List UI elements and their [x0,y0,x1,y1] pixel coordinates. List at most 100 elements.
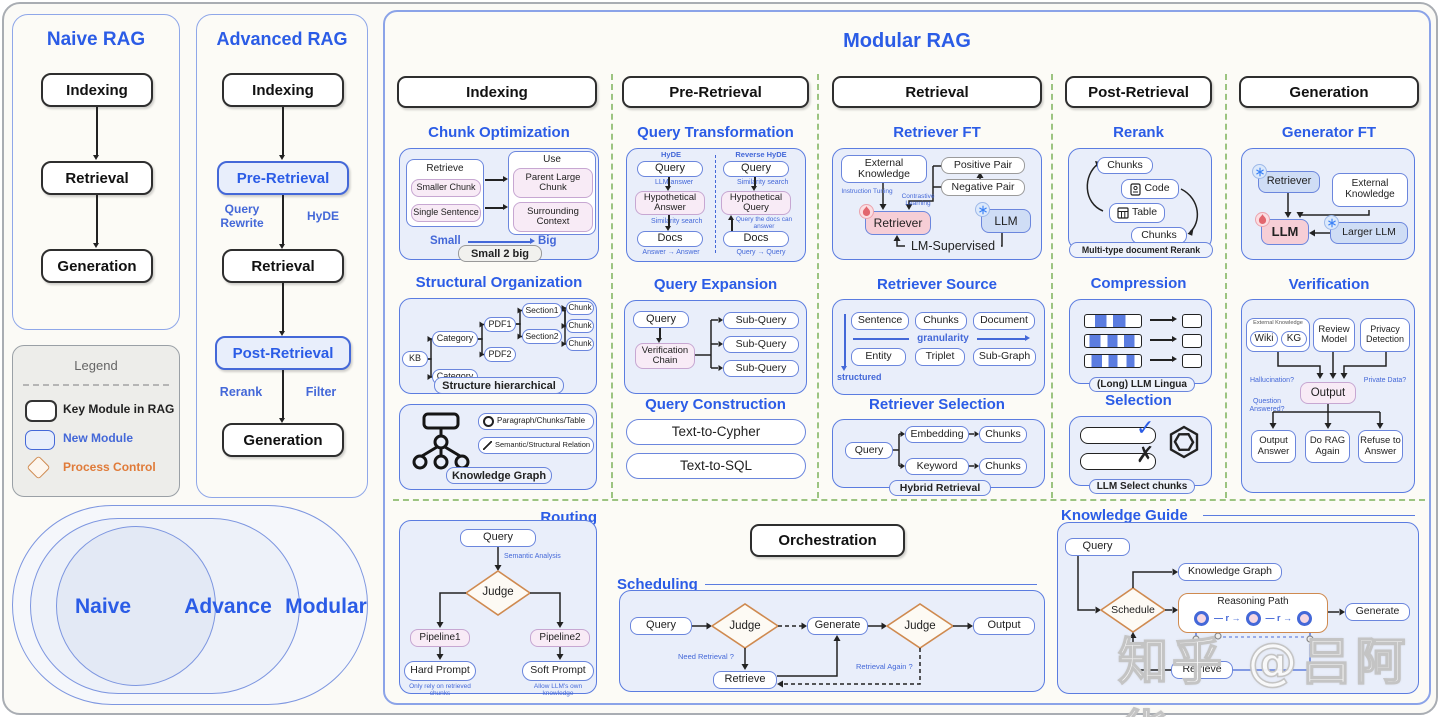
arrow [485,204,508,210]
reasoning-path-box: Reasoning Path — r → — r → [1178,593,1328,633]
hybrid-retrieval-caption: Hybrid Retrieval [889,480,991,496]
legend-panel: Legend Key Module in RAG New Module Proc… [12,345,180,497]
output-pill: Output [1300,382,1356,404]
smaller-chunk: Smaller Chunk [411,179,481,197]
arrow [656,328,662,343]
venn-modular-label: Modular [285,595,367,618]
need-retrieval-label: Need Retrieval ? [678,652,734,661]
single-sentence: Single Sentence [411,204,481,222]
hard-prompt-pill: Hard Prompt [404,661,476,681]
output-answer-pill: Output Answer [1251,430,1296,463]
small-to-big-arrow [468,238,535,244]
private-data-label: Private Data? [1363,377,1407,384]
reasoning-path-nodes: — r → — r → [1179,611,1327,626]
col-header-post-retrieval: Post-Retrieval [1065,76,1212,108]
fire-icon [1255,212,1270,227]
sub-query-pill: Sub-Query [723,360,799,377]
knowledge-graph-box: Paragraph/Chunks/Table Semantic/Structur… [399,404,597,490]
venn-diagram: Naive Advance Modular [12,505,368,705]
use-group: Use Parent Large Chunk Surrounding Conte… [508,151,596,235]
external-knowledge-pill: External Knowledge [841,155,927,183]
structured-label: structured [837,372,882,382]
arrow [751,177,757,191]
retriever-source-title: Retriever Source [876,276,998,293]
sentence-pill: Sentence [851,312,909,330]
advanced-rag-panel: Advanced RAG Indexing Pre-Retrieval Quer… [196,14,368,498]
hypothetical-answer-pill: Hypothetical Answer [635,191,705,215]
adv-pre-retrieval: Pre-Retrieval [217,161,349,195]
wiki-pill: Wiki [1250,331,1278,347]
sub-query-pill: Sub-Query [723,312,799,329]
retriever-pill: Retriever [1258,171,1320,193]
llm-answer-label: LLM answer [655,179,694,186]
rerank-title: Rerank [1113,124,1164,141]
arrow [279,283,285,336]
arrow [665,177,671,191]
col-header-indexing: Indexing [397,76,597,108]
retriever-source-box: Sentence Chunks Document granularity Ent… [832,299,1045,395]
watermark: 知乎 @吕阿华 [1117,632,1410,717]
positive-pair-pill: Positive Pair [941,157,1025,174]
arrow [279,370,285,423]
verification-title: Verification [1288,276,1370,293]
query-pill: Query [460,529,536,547]
chunks-pill: Chunks [979,458,1027,475]
pdf1-node: PDF1 [484,317,516,332]
verification-chain-pill: Verification Chain [635,343,695,369]
retrieve-label: Retrieve [426,163,464,174]
instruction-tuning-label: Instruction Tuning [841,188,893,195]
knowledge-guide-title: Knowledge Guide [1061,507,1188,524]
docs-pill: Docs [723,231,789,247]
semantic-analysis-label: Semantic Analysis [504,553,561,560]
key-module-swatch [25,400,57,422]
query-pill: Query [1065,538,1130,556]
key-module-label: Key Module in RAG [63,402,175,416]
arrow [665,215,671,231]
naive-rag-panel: Naive RAG Indexing Retrieval Generation [12,14,180,330]
compression-box: (Long) LLM Lingua [1069,299,1212,392]
col-header-generation: Generation [1239,76,1419,108]
chunks-pill: Chunks [915,312,967,330]
small-label: Small [430,235,461,247]
chunk-bar [1080,453,1156,470]
path-node-icon [1193,611,1209,626]
arrow [1150,356,1177,362]
generator-ft-box: Retriever External Knowledge LLM Larger … [1241,148,1415,260]
output-pill: Output [973,617,1035,635]
compression-title: Compression [1090,275,1187,292]
similarity-search-label: Similarity search [737,179,789,186]
section1-node: Section1 [522,303,562,318]
guide-connectors [1077,556,1345,671]
kg-pill: KG [1281,331,1307,347]
code-doc-icon [1130,182,1142,196]
hyde-header: HyDE [660,150,681,159]
query-pill: Query [637,161,703,177]
rerank-box: Chunks Code Table Chunks Multi-type docu… [1068,148,1213,258]
llm-pill: LLM [981,209,1031,233]
venn-naive-label: Naive [74,595,132,618]
question-answered-label: Question Answered? [1249,398,1285,414]
hyde-label: HyDE [306,209,339,223]
chunk-optimization-box: Retrieve Smaller Chunk Single Sentence U… [399,148,599,262]
process-control-swatch [26,455,51,480]
reverse-hyde-header: Reverse HyDE [735,150,787,159]
col-separator [817,74,819,498]
scheduling-title-rule [705,584,1037,585]
row-separator [393,499,1425,501]
col-header-pre-retrieval: Pre-Retrieval [622,76,809,108]
review-model-pill: Review Model [1313,318,1355,352]
token-bar [1084,354,1142,368]
text-to-sql-pill: Text-to-SQL [626,453,806,479]
text-to-cypher-pill: Text-to-Cypher [626,419,806,445]
small-2-big-caption: Small 2 big [458,245,542,262]
modular-rag-title: Modular RAG [843,30,971,52]
knowledge-graph-caption: Knowledge Graph [446,467,552,484]
col-separator [1051,74,1053,498]
pipeline2-pill: Pipeline2 [530,629,590,647]
arrow [93,195,99,248]
soft-prompt-pill: Soft Prompt [522,661,594,681]
query-expansion-box: Query Verification Chain Sub-Query Sub-Q… [624,300,807,394]
divider [715,155,716,253]
code-pill: Code [1121,179,1179,199]
venn-advance-label: Advance [184,595,272,618]
